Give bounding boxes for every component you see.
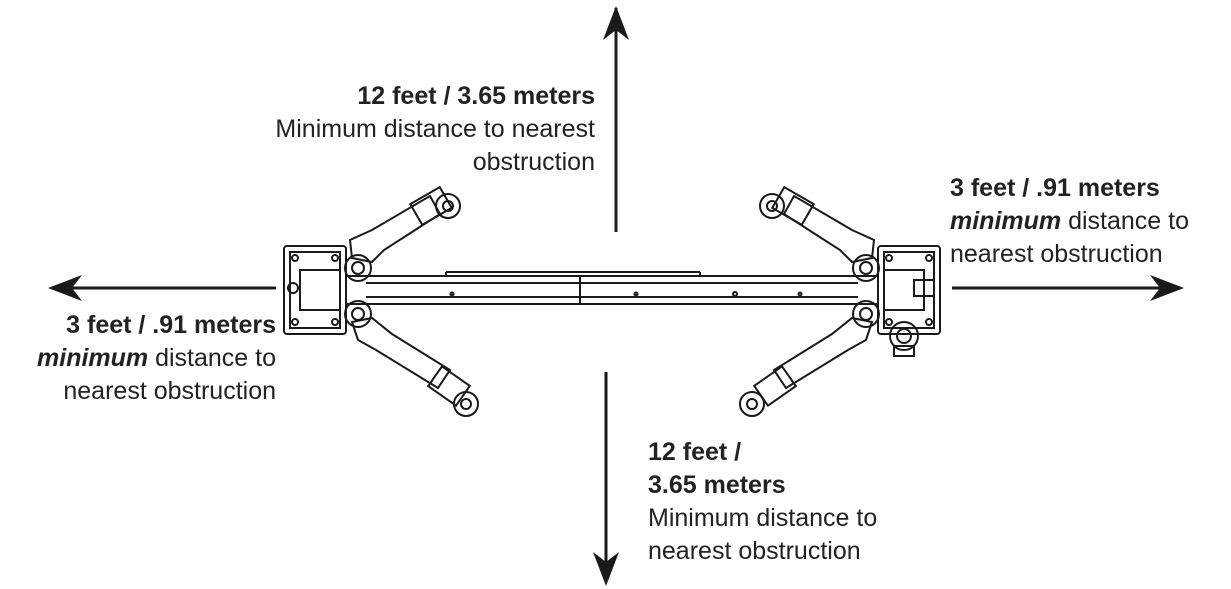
label-right-rest: distance to xyxy=(1061,207,1189,235)
label-left-line2: nearest obstruction xyxy=(63,377,276,405)
label-left-emphasis: minimum xyxy=(37,344,149,372)
label-left-heading: 3 feet / .91 meters xyxy=(66,311,276,339)
label-left-clearance: 3 feet / .91 meters minimum distance to … xyxy=(0,309,276,408)
label-left-line1: minimum distance to xyxy=(0,342,276,375)
arrow-down-icon xyxy=(593,372,619,586)
label-top-line1: Minimum distance to nearest xyxy=(275,115,595,143)
arrow-up-icon xyxy=(603,6,629,232)
label-bottom-line2: nearest obstruction xyxy=(648,537,861,565)
label-bottom-heading2: 3.65 meters xyxy=(648,471,786,499)
label-right-clearance: 3 feet / .91 meters minimum distance to … xyxy=(950,172,1231,271)
label-top-clearance: 12 feet / 3.65 meters Minimum distance t… xyxy=(215,80,595,179)
label-right-heading: 3 feet / .91 meters xyxy=(950,174,1160,202)
arrow-right-icon xyxy=(952,275,1184,301)
label-top-heading: 12 feet / 3.65 meters xyxy=(357,82,595,110)
arrow-left-icon xyxy=(48,275,276,301)
label-bottom-clearance: 12 feet / 3.65 meters Minimum distance t… xyxy=(648,436,948,568)
label-right-emphasis: minimum xyxy=(950,207,1062,235)
label-bottom-line1: Minimum distance to xyxy=(648,504,878,532)
label-right-line2: nearest obstruction xyxy=(950,240,1163,268)
label-top-line2: obstruction xyxy=(472,148,595,176)
label-left-rest: distance to xyxy=(148,344,276,372)
label-right-line1: minimum distance to xyxy=(950,205,1231,238)
two-post-lift-top-view-icon xyxy=(283,185,941,417)
label-bottom-heading1: 12 feet / xyxy=(648,438,742,466)
